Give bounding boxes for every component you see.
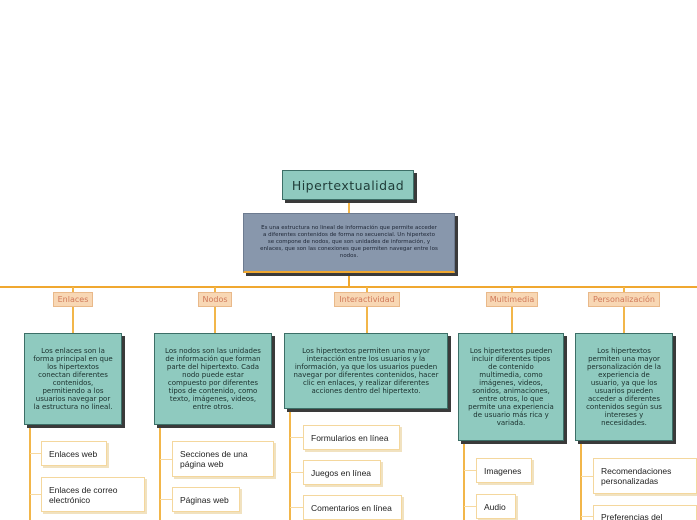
leaf-secciones-pagina-web[interactable]: Secciones de una página web [172, 441, 274, 477]
root-description[interactable]: Es una estructura no lineal de informaci… [243, 213, 455, 273]
spine-personalizacion [580, 441, 582, 520]
card-interactividad[interactable]: Los hipertextos permiten una mayor inter… [284, 333, 448, 409]
spine-enlaces [29, 425, 31, 520]
root-node[interactable]: Hipertextualidad [282, 170, 414, 200]
connector-desc-bus [348, 273, 350, 287]
tick-interactividad-2 [290, 507, 303, 508]
category-multimedia[interactable]: Multimedia [486, 292, 538, 307]
spine-nodos [159, 425, 161, 520]
card-multimedia[interactable]: Los hipertextos pueden incluir diferente… [458, 333, 564, 441]
tick-interactividad-0 [290, 437, 303, 438]
connector-bus-personalizacion [623, 287, 625, 292]
category-personalizacion[interactable]: Personalización [588, 292, 660, 307]
tick-personalizacion-1 [581, 516, 593, 517]
tick-multimedia-1 [464, 506, 476, 507]
spine-multimedia [463, 441, 465, 520]
tick-interactividad-1 [290, 472, 303, 473]
connector-nodos-card [214, 307, 216, 333]
category-interactividad[interactable]: Interactividad [334, 292, 400, 307]
tick-personalizacion-0 [581, 476, 593, 477]
leaf-enlaces-web[interactable]: Enlaces web [41, 441, 107, 466]
leaf-paginas-web[interactable]: Páginas web [172, 487, 240, 512]
connector-bus-multimedia [511, 287, 513, 292]
leaf-recomendaciones-personalizadas[interactable]: Recomendaciones personalizadas [593, 458, 697, 494]
leaf-imagenes[interactable]: Imagenes [476, 458, 532, 483]
connector-bus [0, 286, 697, 288]
leaf-juegos-en-linea[interactable]: Juegos en línea [303, 460, 381, 485]
tick-multimedia-0 [464, 470, 476, 471]
leaf-enlaces-correo[interactable]: Enlaces de correo electrónico [41, 477, 145, 512]
leaf-comentarios-en-linea[interactable]: Comentarios en línea [303, 495, 402, 520]
card-personalizacion[interactable]: Los hipertextos permiten una mayor perso… [575, 333, 673, 441]
card-enlaces[interactable]: Los enlaces son la forma principal en qu… [24, 333, 122, 425]
leaf-formularios-en-linea[interactable]: Formularios en línea [303, 425, 400, 450]
connector-root-desc [348, 200, 350, 213]
leaf-preferencias[interactable]: Preferencias del [593, 505, 697, 520]
connector-personalizacion-card [623, 307, 625, 333]
tick-enlaces-1 [30, 494, 41, 495]
connector-enlaces-card [72, 307, 74, 333]
spine-interactividad [289, 409, 291, 520]
connector-bus-nodos [214, 287, 216, 292]
category-enlaces[interactable]: Enlaces [53, 292, 93, 307]
category-nodos[interactable]: Nodos [198, 292, 232, 307]
connector-bus-enlaces [72, 287, 74, 292]
tick-nodos-0 [160, 459, 172, 460]
tick-nodos-1 [160, 499, 172, 500]
leaf-audio[interactable]: Audio [476, 494, 516, 519]
card-nodos[interactable]: Los nodos son las unidades de informació… [154, 333, 272, 425]
tick-enlaces-0 [30, 453, 41, 454]
connector-multimedia-card [511, 307, 513, 333]
connector-bus-interactividad [366, 287, 368, 292]
connector-interactividad-card [366, 307, 368, 333]
